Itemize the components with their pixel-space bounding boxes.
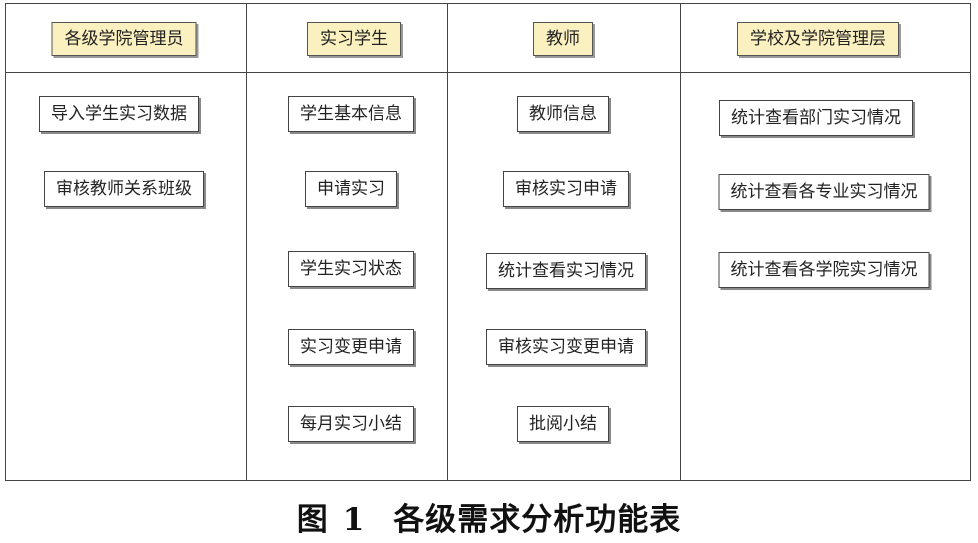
- function-box: 教师信息: [517, 96, 609, 132]
- column-divider: [680, 4, 681, 480]
- column-header-school-management: 学校及学院管理层: [737, 22, 899, 56]
- function-box: 导入学生实习数据: [39, 96, 199, 132]
- function-box: 审核实习变更申请: [486, 329, 646, 365]
- column-divider: [246, 4, 247, 480]
- function-box: 批阅小结: [517, 406, 609, 442]
- function-box: 学生实习状态: [288, 251, 414, 287]
- function-table: 各级学院管理员 导入学生实习数据 审核教师关系班级 实习学生 学生基本信息 申请…: [5, 3, 971, 481]
- function-box: 统计查看各专业实习情况: [718, 174, 930, 210]
- function-box: 学生基本信息: [288, 96, 414, 132]
- function-box: 统计查看各学院实习情况: [718, 252, 930, 288]
- function-box: 每月实习小结: [288, 406, 414, 442]
- caption-label: 图: [296, 502, 329, 538]
- function-box: 统计查看实习情况: [486, 253, 646, 289]
- header-divider: [6, 72, 970, 73]
- caption-number: 1: [342, 502, 366, 538]
- caption-title: 各级需求分析功能表: [393, 502, 682, 538]
- column-header-college-admin: 各级学院管理员: [51, 22, 197, 56]
- function-box: 审核实习申请: [503, 171, 629, 207]
- column-header-teacher: 教师: [533, 22, 593, 56]
- function-box: 实习变更申请: [288, 329, 414, 365]
- column-divider: [447, 4, 448, 480]
- column-header-intern-student: 实习学生: [307, 22, 401, 56]
- function-box: 申请实习: [305, 171, 397, 207]
- function-box: 审核教师关系班级: [44, 171, 204, 207]
- function-box: 统计查看部门实习情况: [719, 100, 913, 136]
